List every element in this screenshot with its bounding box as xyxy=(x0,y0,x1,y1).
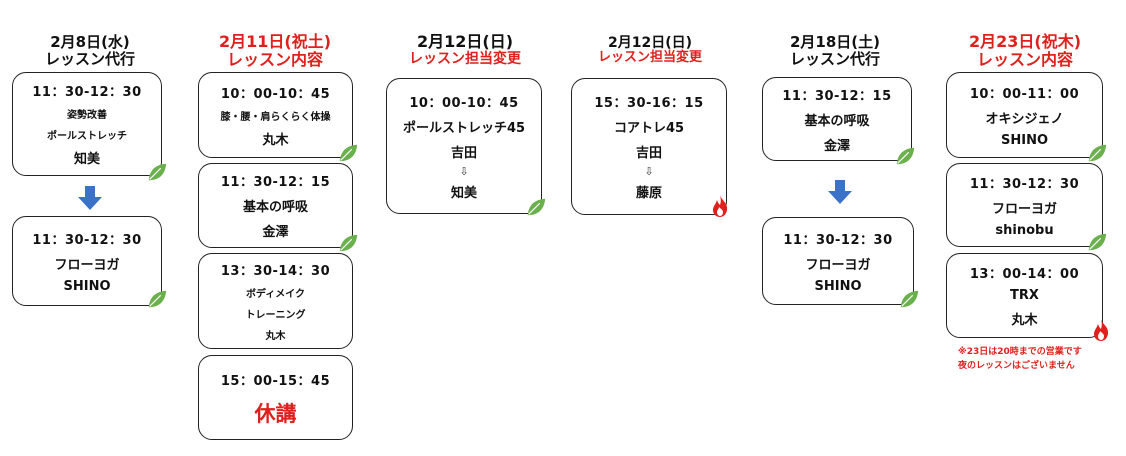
column-header-feb18: 2月18日(土) レッスン代行 xyxy=(775,33,895,69)
header-date: 2月8日(水) xyxy=(50,33,130,51)
down-arrow-icon xyxy=(828,180,852,204)
lesson-time: 11：30-12：30 xyxy=(783,232,893,248)
leaf-icon xyxy=(896,147,915,165)
leaf-icon xyxy=(339,144,358,162)
header-date: 2月12日(日) xyxy=(416,32,514,51)
lesson-class: ポールストレッチ45 xyxy=(402,120,526,136)
header-date: 2月23日(祝木) xyxy=(968,32,1082,51)
header-subtitle: レッスン担当変更 xyxy=(597,50,702,66)
instructor-to: 藤原 xyxy=(635,186,662,201)
lesson-card-change: 10：00-10：45 ポールストレッチ45 吉田 ⇩ 知美 xyxy=(386,78,542,214)
lesson-class: 膝・腰・肩らくらく体操 xyxy=(220,111,331,123)
lesson-class: ポールストレッチ xyxy=(47,131,127,142)
lesson-card-substitute: 11：30-12：30 フローヨガ SHINO xyxy=(12,216,162,306)
lesson-class: 姿勢改善 xyxy=(67,110,107,121)
lesson-time: 11：30-12：30 xyxy=(32,85,142,100)
lesson-class: オキシジェノ xyxy=(985,111,1064,127)
column-header-feb12-a: 2月12日(日) レッスン担当変更 xyxy=(395,32,535,68)
lesson-instructor: 丸木 xyxy=(262,132,289,148)
lesson-card-original: 11：30-12：15 基本の呼吸 金澤 xyxy=(762,77,912,161)
leaf-icon xyxy=(148,290,167,308)
column-header-feb12-b: 2月12日(日) レッスン担当変更 xyxy=(580,35,720,66)
fire-icon xyxy=(713,195,728,217)
lesson-time: 13：30-14：30 xyxy=(220,264,331,279)
lesson-instructor: SHINO xyxy=(1000,132,1048,148)
instructor-to: 知美 xyxy=(450,185,477,201)
lesson-time: 10：00-10：45 xyxy=(409,95,519,111)
lesson-time: 11：30-12：15 xyxy=(782,88,892,104)
header-subtitle: レッスン担当変更 xyxy=(409,51,521,68)
change-arrow-icon: ⇩ xyxy=(644,165,654,178)
leaf-icon xyxy=(1088,233,1107,251)
down-arrow-icon xyxy=(78,186,102,210)
column-header-feb23: 2月23日(祝木) レッスン内容 xyxy=(950,32,1100,70)
lesson-card: 13：30-14：30 ボディメイク トレーニング 丸木 xyxy=(198,253,353,349)
instructor-from: 吉田 xyxy=(450,145,477,161)
lesson-instructor: 金澤 xyxy=(262,225,289,240)
column-header-feb11: 2月11日(祝土) レッスン内容 xyxy=(200,32,350,70)
lesson-class: フローヨガ xyxy=(991,201,1057,217)
lesson-card: 10：00-10：45 膝・腰・肩らくらく体操 丸木 xyxy=(198,72,353,158)
lesson-class: TRX xyxy=(1010,288,1039,303)
lesson-time: 11：30-12：15 xyxy=(220,175,331,190)
lesson-instructor: 金澤 xyxy=(823,138,850,154)
lesson-card: 10：00-11：00 オキシジェノ SHINO xyxy=(946,72,1103,158)
notice-line: ※23日は20時までの営業です xyxy=(958,347,1082,357)
closing-notice: ※23日は20時までの営業です 夜のレッスンはございません xyxy=(958,345,1118,374)
lesson-time: 15：00-15：45 xyxy=(220,374,331,389)
lesson-time: 10：00-11：00 xyxy=(969,86,1080,102)
change-arrow-icon: ⇩ xyxy=(459,164,469,178)
lesson-instructor: SHINO xyxy=(814,278,862,294)
lesson-time: 15：30-16：15 xyxy=(594,96,704,111)
lesson-card-substitute: 11：30-12：30 フローヨガ SHINO xyxy=(762,217,914,305)
lesson-instructor: shinobu xyxy=(995,222,1054,238)
lesson-card: 11：30-12：30 フローヨガ shinobu xyxy=(946,163,1103,247)
fire-icon xyxy=(1094,319,1109,341)
lesson-instructor: SHINO xyxy=(63,278,111,294)
lesson-class: ボディメイク xyxy=(245,289,306,300)
lesson-instructor: 丸木 xyxy=(265,331,286,342)
leaf-icon xyxy=(148,163,167,181)
lesson-card-cancelled: 15：00-15：45 休講 xyxy=(198,355,353,440)
header-subtitle: レッスン代行 xyxy=(44,50,135,69)
header-date: 2月18日(土) xyxy=(789,33,881,51)
lesson-class: 基本の呼吸 xyxy=(804,113,870,129)
lesson-time: 11：30-12：30 xyxy=(32,232,142,248)
lesson-instructor: 知美 xyxy=(73,152,100,167)
lesson-card: 11：30-12：15 基本の呼吸 金澤 xyxy=(198,163,353,248)
lesson-class: フローヨガ xyxy=(805,257,871,273)
lesson-class: 基本の呼吸 xyxy=(242,200,308,215)
header-date: 2月12日(日) xyxy=(607,35,693,51)
leaf-icon xyxy=(339,234,358,252)
lesson-class: コアトレ45 xyxy=(613,121,685,136)
header-date: 2月11日(祝土) xyxy=(218,32,332,51)
lesson-class: フローヨガ xyxy=(54,257,120,273)
notice-line: 夜のレッスンはございません xyxy=(958,361,1075,372)
header-subtitle: レッスン内容 xyxy=(976,50,1073,70)
header-subtitle: レッスン代行 xyxy=(789,50,880,69)
column-header-feb8: 2月8日(水) レッスン代行 xyxy=(30,33,150,69)
header-subtitle: レッスン内容 xyxy=(226,50,323,70)
cancelled-label: 休講 xyxy=(254,402,297,426)
leaf-icon xyxy=(1088,144,1107,162)
lesson-time: 11：30-12：30 xyxy=(969,176,1080,192)
lesson-card: 13：00-14：00 TRX 丸木 xyxy=(946,253,1103,338)
lesson-card-change: 15：30-16：15 コアトレ45 吉田 ⇩ 藤原 xyxy=(571,78,727,215)
instructor-from: 吉田 xyxy=(635,146,662,161)
leaf-icon xyxy=(900,290,919,308)
leaf-icon xyxy=(527,198,546,216)
lesson-class: トレーニング xyxy=(245,310,306,321)
lesson-instructor: 丸木 xyxy=(1011,313,1038,328)
lesson-time: 13：00-14：00 xyxy=(969,267,1080,282)
lesson-time: 10：00-10：45 xyxy=(220,86,331,102)
lesson-card-original: 11：30-12：30 姿勢改善 ポールストレッチ 知美 xyxy=(12,72,162,176)
